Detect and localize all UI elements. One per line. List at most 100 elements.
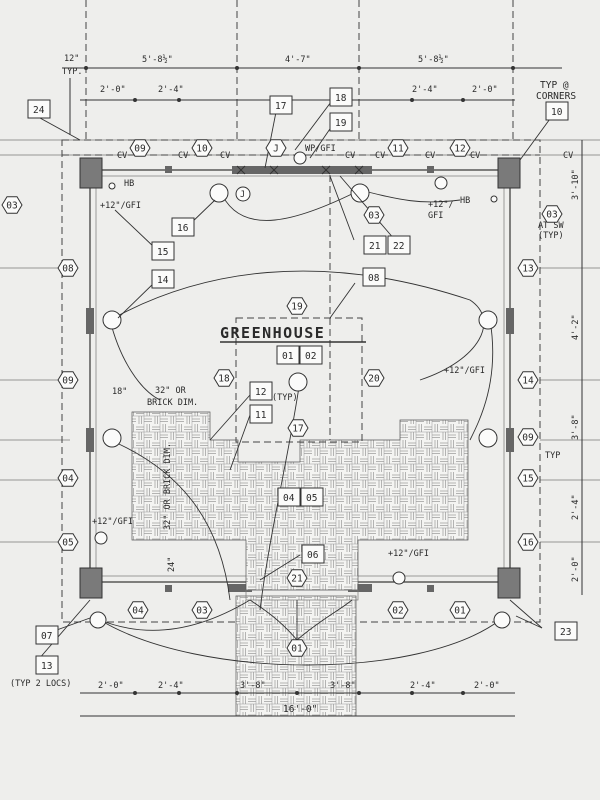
hex-tag-label: 15 xyxy=(522,474,533,485)
dim-top-r3: 2'-4" xyxy=(412,85,438,95)
cv-label: CV xyxy=(563,151,573,161)
callout-box-14: 14 xyxy=(151,269,175,289)
wall-blocks xyxy=(86,166,514,592)
note-gfi-top-left: +12"/GFI xyxy=(100,201,141,211)
callout-box-19: 19 xyxy=(329,112,353,132)
note-gfi-bottom: +12"/GFI xyxy=(388,549,429,559)
svg-text:12: 12 xyxy=(255,387,266,398)
note-gfi-top-right-a: +12"/ xyxy=(428,200,454,210)
dim-vert-24: 24" xyxy=(167,557,177,572)
hex-tag-label: 21 xyxy=(291,574,303,585)
hex-tag-01: 01 xyxy=(449,601,471,619)
svg-text:07: 07 xyxy=(41,631,52,642)
light-fixture xyxy=(288,372,308,392)
dim-top-1: 5'-8½" xyxy=(142,54,173,65)
note-gfi-left: +12"/GFI xyxy=(92,517,133,527)
callout-box-02: 02 xyxy=(299,345,323,365)
dim-bottom-6: 2'-0" xyxy=(474,681,500,691)
hex-tag-21: 21 xyxy=(286,569,308,587)
svg-text:04: 04 xyxy=(283,493,295,504)
junction-box xyxy=(235,186,251,202)
dim-right-1: 3'-10" xyxy=(571,169,581,200)
callout-box-08: 08 xyxy=(362,267,386,287)
callout-box-16: 16 xyxy=(171,217,195,237)
hex-tag-10: 10 xyxy=(191,139,213,157)
dim-top-2: 4'-7" xyxy=(285,55,311,65)
cv-label: CV xyxy=(345,151,355,161)
hex-tag-label: 10 xyxy=(196,144,208,155)
hex-tag-15: 15 xyxy=(517,469,539,487)
svg-text:13: 13 xyxy=(41,661,52,672)
dim-top-typ: 12" xyxy=(64,54,79,64)
hex-tag-label: J xyxy=(273,144,279,155)
note-hb-right: HB xyxy=(460,196,470,206)
callout-box-10: 10 xyxy=(545,101,569,121)
corner-piers xyxy=(79,157,521,599)
svg-text:01: 01 xyxy=(282,351,294,362)
bottom-dimensions: 2'-0" 2'-4" 3'-8" 3'-8" 2'-4" 2'-0" 16'-… xyxy=(80,681,515,717)
callout-box-15: 15 xyxy=(151,241,175,261)
top-vent-marks xyxy=(236,165,364,175)
light-fixture xyxy=(209,183,229,203)
callout-box-13: 13 xyxy=(35,655,59,675)
svg-text:24: 24 xyxy=(33,105,45,116)
svg-text:19: 19 xyxy=(335,118,347,129)
hex-tag-label: 04 xyxy=(62,474,74,485)
hose-bib xyxy=(108,182,116,190)
callout-box-21: 21 xyxy=(363,235,387,255)
hex-tag-02: 02 xyxy=(387,601,409,619)
svg-text:14: 14 xyxy=(157,275,169,286)
svg-text:06: 06 xyxy=(307,550,319,561)
hex-tag-01: 01 xyxy=(286,639,308,657)
hex-tag-label: 08 xyxy=(62,264,74,275)
note-corners: CORNERS xyxy=(536,91,576,102)
dim-right-3: 3'-8" xyxy=(571,414,581,440)
note-wp-gfi: WP/GFI xyxy=(305,144,336,154)
hex-tag-label: 14 xyxy=(522,376,534,387)
junction-j-label: J xyxy=(240,190,245,200)
dim-top-r2: 2'-4" xyxy=(158,85,184,95)
hex-tag-label: 12 xyxy=(454,144,465,155)
hex-tag-04: 04 xyxy=(57,469,79,487)
light-fixture xyxy=(478,428,498,448)
light-fixtures xyxy=(89,151,511,629)
dim-top-typ-label: TYP. xyxy=(62,67,82,77)
hex-tag-04: 04 xyxy=(127,601,149,619)
hex-tag-label: 16 xyxy=(522,538,534,549)
hex-tag-label: 03 xyxy=(196,606,207,617)
svg-text:05: 05 xyxy=(306,493,317,504)
hex-tag-label: 03 xyxy=(546,210,557,221)
hex-tag-label: 05 xyxy=(62,538,73,549)
dim-left-18: 18" xyxy=(112,387,127,397)
callout-box-24: 24 xyxy=(27,99,51,119)
dim-right-2: 4'-2" xyxy=(571,314,581,340)
hex-tag-label: 03 xyxy=(6,201,17,212)
receptacle xyxy=(392,571,406,585)
cv-label: CV xyxy=(375,151,385,161)
hex-tag-label: 01 xyxy=(291,644,303,655)
hex-tag-label: 09 xyxy=(134,144,146,155)
hex-tag-J: J xyxy=(265,139,287,157)
note-gfi-right: +12"/GFI xyxy=(444,366,485,376)
dim-bottom-5: 2'-4" xyxy=(410,681,436,691)
svg-text:17: 17 xyxy=(275,101,286,112)
callout-box-23: 23 xyxy=(554,621,578,641)
light-fixture xyxy=(350,183,370,203)
hex-tag-label: 09 xyxy=(522,433,534,444)
hex-tag-03: 03 xyxy=(191,601,213,619)
callout-box-07: 07 xyxy=(35,625,59,645)
callout-box-12: 12 xyxy=(249,381,273,401)
callout-box-18: 18 xyxy=(329,87,353,107)
hex-tag-08: 08 xyxy=(57,259,79,277)
cv-label: CV xyxy=(178,151,188,161)
receptacle xyxy=(94,531,108,545)
hex-tag-09: 09 xyxy=(57,371,79,389)
receptacle xyxy=(434,176,448,190)
dim-top-3: 5'-8½" xyxy=(418,54,449,65)
hex-tag-09: 09 xyxy=(517,428,539,446)
hex-tag-05: 05 xyxy=(57,533,79,551)
light-fixture xyxy=(478,310,498,330)
callout-boxes: 24 17 18 19 10 16 15 14 21 22 08 01 02 1… xyxy=(27,87,578,675)
